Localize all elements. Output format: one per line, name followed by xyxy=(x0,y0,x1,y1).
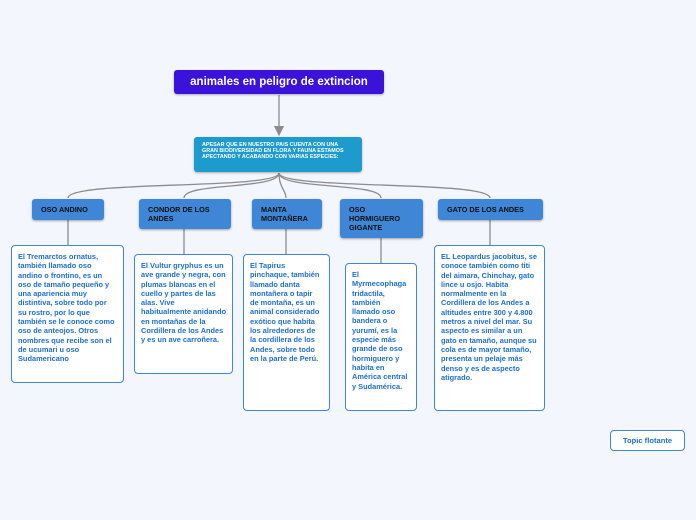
description-condor-de-los-andes[interactable]: El Vultur gryphus es un ave grande y neg… xyxy=(134,254,233,374)
topic-condor-de-los-andes[interactable]: CONDOR DE LOS ANDES xyxy=(139,199,231,229)
connector-oso-andino xyxy=(67,172,280,199)
intro-topic[interactable]: APESAR QUE EN NUESTRO PAIS CUENTA CON UN… xyxy=(194,137,362,172)
floating-topic[interactable]: Topic flotante xyxy=(610,430,685,451)
topic-gato-de-los-andes[interactable]: GATO DE LOS ANDES xyxy=(438,199,543,220)
topic-oso-andino[interactable]: OSO ANDINO xyxy=(32,199,104,220)
description-oso-andino[interactable]: El Tremarctos ornatus, también llamado o… xyxy=(11,245,124,383)
description-gato-de-los-andes[interactable]: EL Leopardus jacobitus, se conoce tambié… xyxy=(434,245,545,411)
connector-gato xyxy=(278,172,491,199)
topic-manta-montanera[interactable]: MANTA MONTAÑERA xyxy=(252,199,322,229)
connector-manta xyxy=(278,172,287,199)
description-oso-hormiguero-gigante[interactable]: El Myrmecophaga tridactila, también llam… xyxy=(345,263,417,411)
connector-condor xyxy=(183,172,280,199)
central-topic[interactable]: animales en peligro de extincion xyxy=(174,70,384,94)
topic-oso-hormiguero-gigante[interactable]: OSO HORMIGUERO GIGANTE xyxy=(340,199,423,238)
description-manta-montanera[interactable]: El Tapirus pinchaque, también llamado da… xyxy=(243,254,330,411)
connector-oso-hormiguero xyxy=(278,172,382,199)
